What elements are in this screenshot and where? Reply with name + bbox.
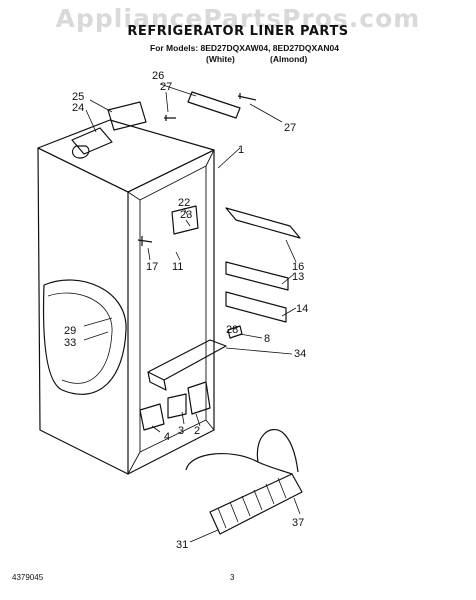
- bracket-22: [171, 205, 199, 235]
- callout-31: 31: [176, 539, 188, 551]
- callout-25: 25: [72, 91, 84, 103]
- liner-left-wall: [37, 147, 129, 475]
- callout-33: 33: [64, 337, 76, 349]
- control-housing: [71, 127, 113, 155]
- crisper-cover-34: [147, 339, 227, 381]
- liner-top-wall: [37, 119, 215, 193]
- wire-hanger: [185, 429, 299, 475]
- callout-28: 28: [226, 324, 238, 336]
- wire-shelf-31: [209, 473, 303, 535]
- lower-bracket-4: [139, 403, 165, 431]
- callout-17: 17: [146, 261, 158, 273]
- callout-3: 3: [178, 425, 184, 437]
- callout-27-right: 27: [284, 122, 296, 134]
- callout-23: 23: [180, 209, 192, 221]
- callout-29: 29: [64, 325, 76, 337]
- callout-4: 4: [164, 431, 170, 443]
- wire-shelf-ribs: [217, 477, 287, 529]
- top-rail: [187, 91, 241, 119]
- shelf-rail-13: [225, 261, 289, 291]
- callout-16: 16: [292, 261, 304, 273]
- callout-14: 14: [296, 303, 308, 315]
- callout-1: 1: [238, 144, 244, 156]
- callout-11: 11: [172, 261, 183, 273]
- model-numbers: For Models: 8ED27DQXAW04, 8ED27DQXAN04: [150, 43, 339, 53]
- screw-27-right: [237, 93, 257, 101]
- duct-inner-curve: [47, 292, 113, 384]
- leader-lines: [83, 83, 301, 543]
- callout-27-top: 27: [160, 81, 172, 93]
- page-title: REFRIGERATOR LINER PARTS: [127, 24, 349, 39]
- control-knob: [71, 145, 90, 159]
- callout-24: 24: [72, 102, 84, 114]
- liner-back-opening: [127, 149, 215, 475]
- lower-bracket-3: [167, 393, 187, 419]
- callout-8: 8: [264, 333, 270, 345]
- lower-bracket-2: [187, 381, 211, 415]
- callout-37: 37: [292, 517, 304, 529]
- variant-almond-label: (Almond): [270, 54, 308, 64]
- screw-27-left: [164, 115, 176, 121]
- air-duct-cover: [42, 279, 127, 395]
- doc-number: 4379045: [12, 573, 44, 582]
- mount-bracket: [107, 101, 147, 131]
- callout-2: 2: [194, 425, 200, 437]
- page-number: 3: [230, 573, 235, 582]
- shelf-rail-16: [225, 207, 301, 239]
- callout-34: 34: [294, 348, 306, 360]
- callout-13: 13: [292, 271, 304, 283]
- variant-white-label: (White): [206, 54, 235, 64]
- screw-17: [137, 236, 153, 246]
- shelf-rail-14: [225, 291, 287, 323]
- liner-depth-line: [127, 149, 215, 475]
- callout-26: 26: [152, 70, 164, 82]
- watermark: AppliancePartsPros.com: [55, 4, 421, 33]
- crisper-cover-edge: [147, 371, 167, 391]
- callout-22: 22: [178, 197, 190, 209]
